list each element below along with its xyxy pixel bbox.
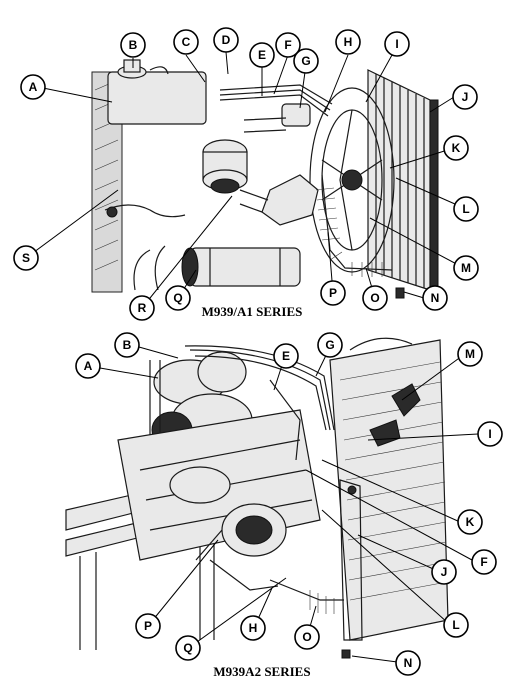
svg-text:Q: Q [183, 641, 192, 655]
svg-text:K: K [452, 141, 461, 155]
radiator [367, 69, 439, 291]
thermostat-housing [239, 174, 319, 226]
svg-text:Q: Q [173, 291, 182, 305]
lower-hose [315, 174, 393, 277]
svg-text:I: I [395, 37, 398, 51]
callout-q: Q [165, 285, 191, 311]
callout-e: E [249, 42, 275, 68]
svg-text:B: B [123, 338, 132, 352]
callout-a2-i: I [477, 421, 503, 447]
svg-text:E: E [282, 349, 290, 363]
svg-text:L: L [452, 618, 459, 632]
svg-text:G: G [325, 338, 334, 352]
callout-a2-j: J [431, 559, 457, 585]
svg-text:K: K [466, 515, 475, 529]
callout-m: M [453, 255, 479, 281]
svg-text:I: I [488, 427, 491, 441]
svg-text:A: A [84, 359, 93, 373]
svg-text:P: P [144, 619, 152, 633]
m939-a2-illustration [65, 337, 449, 659]
callout-a2-a: A [75, 353, 101, 379]
callout-i: I [384, 31, 410, 57]
svg-text:F: F [480, 555, 487, 569]
drain-cock [395, 287, 405, 299]
callout-a2-p: P [135, 613, 161, 639]
callout-p: P [320, 280, 346, 306]
callout-a2-k: K [457, 509, 483, 535]
callout-a2-f: F [471, 549, 497, 575]
callout-s: S [13, 245, 39, 271]
callout-a2-b: B [114, 332, 140, 358]
svg-text:O: O [370, 291, 379, 305]
bottom-callouts: A B E G M I K F J L N O H Q P [75, 332, 503, 676]
svg-text:R: R [138, 301, 147, 315]
callout-a2-q: Q [175, 635, 201, 661]
top-callouts: A B C D E F G H I J K L M N O P Q R S [13, 27, 479, 321]
starter-motor [133, 245, 301, 291]
callout-j: J [452, 84, 478, 110]
svg-text:M: M [461, 261, 471, 275]
callout-r: R [129, 295, 155, 321]
callout-h: H [335, 29, 361, 55]
svg-text:N: N [431, 291, 440, 305]
callout-g: G [293, 48, 319, 74]
top-figure-caption: M939/A1 SERIES [202, 304, 303, 319]
drain-cock-a2 [341, 649, 351, 659]
upper-hose-network [184, 345, 335, 461]
svg-text:F: F [284, 38, 291, 52]
svg-text:A: A [29, 80, 38, 94]
svg-text:L: L [462, 202, 469, 216]
svg-text:E: E [258, 48, 266, 62]
coolant-reservoir [107, 59, 207, 125]
callout-a2-o: O [294, 624, 320, 650]
callout-f: F [275, 32, 301, 58]
callout-a2-e: E [273, 343, 299, 369]
svg-text:H: H [344, 35, 353, 49]
m939-a1-illustration [91, 59, 439, 299]
top-leader-lines [25, 51, 465, 309]
callout-l: L [453, 196, 479, 222]
callout-c: C [173, 29, 199, 55]
callout-a2-n: N [395, 650, 421, 676]
svg-text:B: B [129, 38, 138, 52]
wiring-harness [104, 204, 186, 218]
svg-text:J: J [441, 565, 448, 579]
svg-text:H: H [249, 621, 258, 635]
pulley-assembly [202, 139, 248, 194]
svg-text:S: S [22, 251, 30, 265]
callout-a2-l: L [443, 612, 469, 638]
water-pump [195, 503, 287, 561]
callout-a2-g: G [317, 332, 343, 358]
svg-text:J: J [462, 90, 469, 104]
bottom-figure-caption: M939A2 SERIES [213, 664, 310, 679]
callout-d: D [213, 27, 239, 53]
callout-a: A [20, 74, 46, 100]
svg-text:P: P [329, 286, 337, 300]
upper-hoses [219, 84, 333, 133]
lower-hoses-a2 [209, 559, 344, 614]
callout-o: O [362, 285, 388, 311]
callout-a2-m: M [457, 341, 483, 367]
callout-n: N [422, 285, 448, 311]
svg-text:O: O [302, 630, 311, 644]
svg-text:C: C [182, 35, 191, 49]
engine-block [117, 409, 321, 561]
svg-text:N: N [404, 656, 413, 670]
svg-text:M: M [465, 347, 475, 361]
bottom-leader-lines [99, 346, 479, 664]
svg-text:G: G [301, 54, 310, 68]
callout-b: B [120, 32, 146, 58]
callout-a2-h: H [240, 615, 266, 641]
svg-text:D: D [222, 33, 231, 47]
callout-k: K [443, 135, 469, 161]
